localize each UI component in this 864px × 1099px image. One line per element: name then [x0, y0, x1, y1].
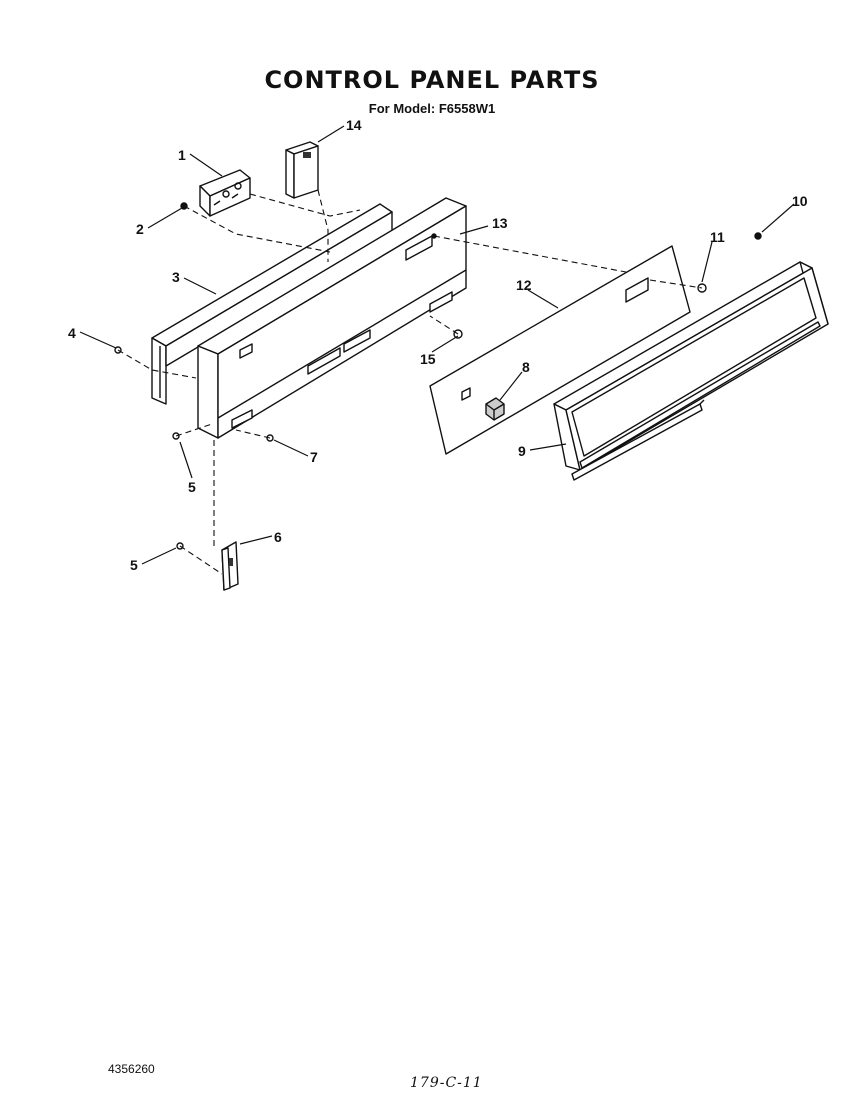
- callout-14: 14: [346, 117, 362, 133]
- callout-5a: 5: [188, 479, 196, 495]
- model-subtitle: For Model: F6558W1: [368, 101, 496, 116]
- assembly-dashed-lines: [117, 189, 703, 575]
- part-10-frame: [553, 261, 829, 471]
- part-6-bracket: [221, 541, 239, 591]
- callout-5b: 5: [130, 557, 138, 573]
- part-1-switch: [199, 169, 251, 217]
- part-4-screw: [114, 346, 122, 354]
- part-13-panel-housing: [197, 197, 467, 439]
- callout-4: 4: [68, 325, 76, 341]
- callout-3: 3: [172, 269, 180, 285]
- part-3-rear-bracket: [151, 203, 393, 405]
- part-10-screw: [754, 232, 762, 240]
- callout-15: 15: [420, 351, 436, 367]
- page-title: CONTROL PANEL PARTS: [264, 66, 600, 94]
- callout-2: 2: [136, 221, 144, 237]
- callout-10: 10: [792, 193, 808, 209]
- callout-6: 6: [274, 529, 282, 545]
- callout-leaders: [79, 125, 795, 565]
- handwritten-code: 179-C-11: [410, 1075, 483, 1091]
- part-9-trim-strip: [571, 399, 705, 481]
- part-7-screw: [266, 434, 274, 442]
- callout-13: 13: [492, 215, 508, 231]
- callout-1: 1: [178, 147, 186, 163]
- part-5-screw: [172, 432, 180, 440]
- callout-8: 8: [522, 359, 530, 375]
- part-5-screw-lower: [176, 542, 184, 550]
- callout-12: 12: [516, 277, 532, 293]
- part-15-screw: [453, 329, 463, 339]
- callout-9: 9: [518, 443, 526, 459]
- part-8-knob: [485, 397, 505, 421]
- document-number: 4356260: [108, 1062, 155, 1076]
- callout-11: 11: [710, 229, 725, 245]
- part-14-relay: [285, 141, 319, 199]
- callout-7: 7: [310, 449, 318, 465]
- part-11-nut: [697, 283, 707, 293]
